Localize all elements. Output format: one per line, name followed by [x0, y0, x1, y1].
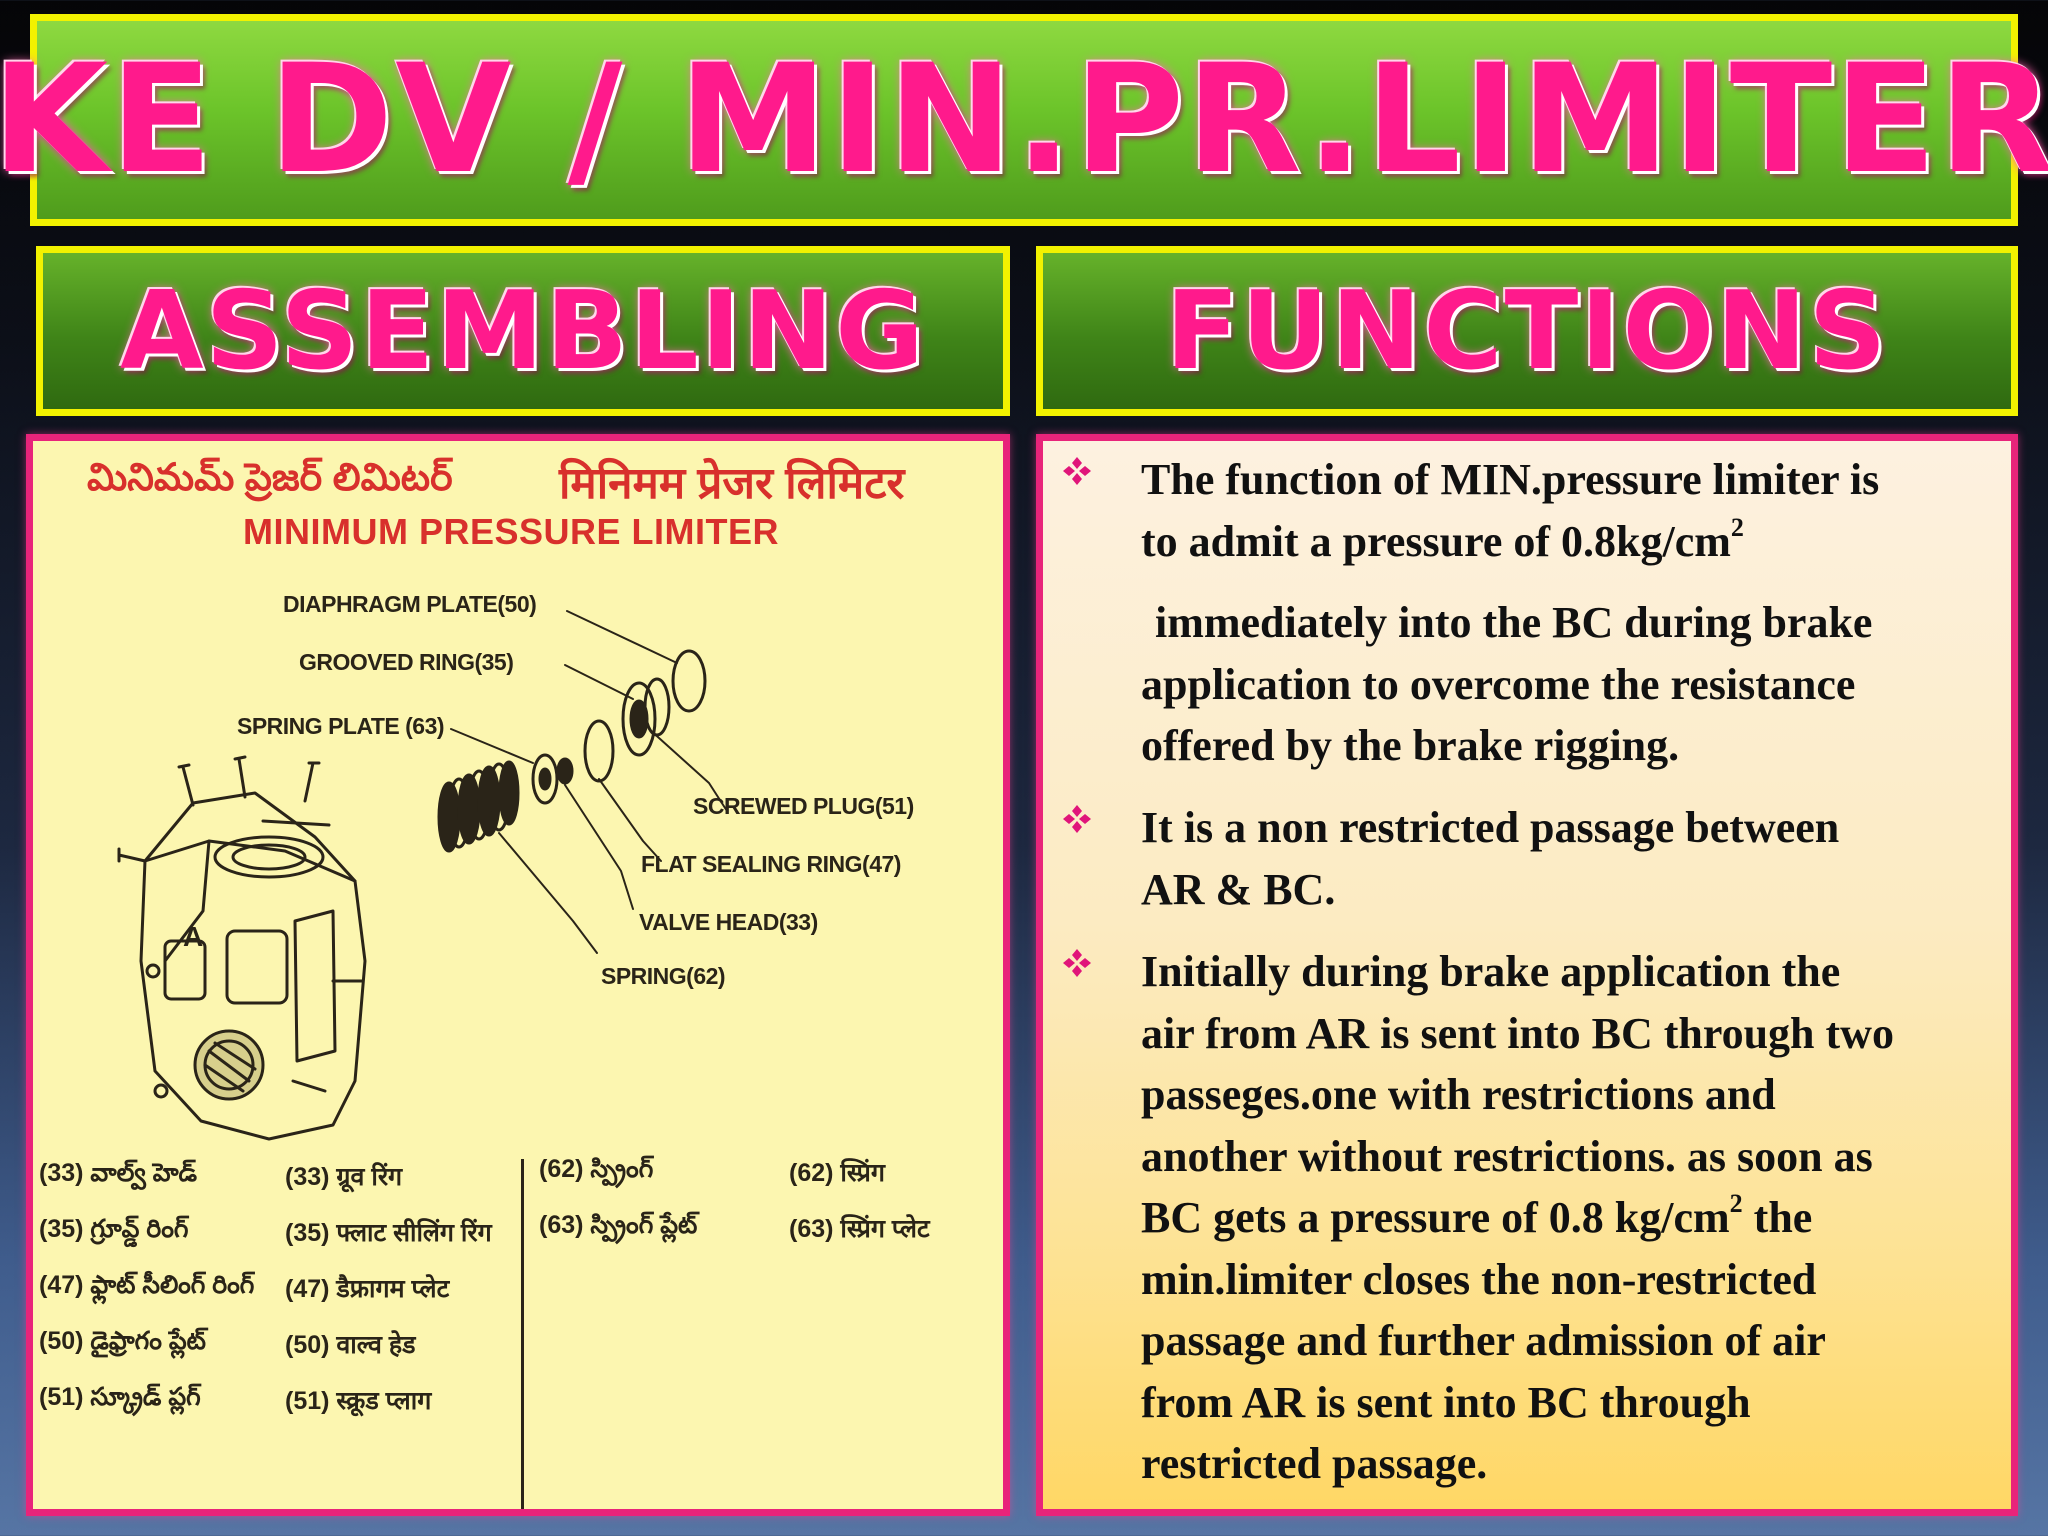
assembly-diagram-panel: మినిమమ్ ప్రెజర్ లిమిటర్ मिनिमम प्रेजर लि… — [26, 434, 1010, 1516]
functions-banner: FUNCTIONS — [1036, 246, 2018, 416]
function-bullet-1: The function of MIN.pressure limiter is … — [1061, 449, 2001, 777]
bullet-3-line-9: restricted passage. — [1141, 1439, 1488, 1488]
assembling-banner: ASSEMBLING — [36, 246, 1010, 416]
bullet-2-line-2: AR & BC. — [1141, 864, 1336, 914]
bullet-1-line-1: The function of MIN.pressure limiter is — [1141, 455, 1880, 504]
legend-telugu-1: (33) వాల్వ్ హెడ్ — [39, 1159, 198, 1187]
legend-telugu-3: (47) ఫ్లాట్ సీలింగ్ రింగ్ — [39, 1271, 255, 1299]
function-bullet-2: It is a non restricted passage between A… — [1061, 797, 2001, 920]
bullet-3-line-1: Initially during brake application the — [1141, 947, 1841, 996]
function-bullet-3: Initially during brake application the a… — [1061, 941, 2001, 1495]
legend-telugu-5: (51) స్క్రూడ్ ప్లగ్ — [39, 1383, 201, 1411]
four-diamond-icon — [1063, 949, 1091, 977]
bullet-2-line-1: It is a non restricted passage between — [1141, 803, 1840, 852]
valve-head-illustration — [556, 757, 574, 785]
valve-body-illustration — [117, 755, 367, 1141]
spring-plate-illustration — [531, 753, 559, 805]
bullet-1-line-2: to admit a pressure of 0.8kg/cm — [1141, 516, 1731, 566]
bullet-3-line-5a: BC gets a pressure of 0.8 kg/cm — [1141, 1193, 1730, 1242]
four-diamond-icon — [1063, 457, 1091, 485]
four-diamond-icon — [1063, 805, 1091, 833]
bullet-3-line-4: another without restrictions. as soon as — [1141, 1131, 1873, 1181]
label-valve-head: VALVE HEAD(33) — [639, 909, 818, 935]
legend-hindi-63: (63) स्प्रिंग प्लेट — [789, 1215, 930, 1243]
legend-telugu-63: (63) స్ప్రింగ్ ప్లేట్ — [539, 1211, 698, 1239]
label-screwed-plug: SCREWED PLUG(51) — [693, 793, 914, 819]
legend-hindi-1: (33) ग्रूव रिंग — [285, 1163, 403, 1191]
bullet-3-line-6: min.limiter closes the non-restricted — [1141, 1254, 1817, 1304]
label-spring: SPRING(62) — [601, 963, 726, 989]
bullet-3-line-8: from AR is sent into BC through — [1141, 1377, 1751, 1427]
figure-title-english: MINIMUM PRESSURE LIMITER — [243, 511, 780, 552]
label-grooved-ring: GROOVED RING(35) — [299, 649, 514, 675]
spring-illustration — [437, 760, 520, 853]
bullet-1-line-5: offered by the brake rigging. — [1141, 721, 1680, 770]
assembling-heading: ASSEMBLING — [120, 268, 926, 394]
bullet-3-superscript: 2 — [1729, 1189, 1743, 1218]
legend-telugu-2: (35) గ్రూవ్డ్ రింగ్ — [39, 1215, 189, 1243]
page-title: KE DV / MIN.PR.LIMITER — [0, 33, 2048, 207]
figure-title-telugu: మినిమమ్ ప్రెజర్ లిమిటర్ — [87, 457, 453, 499]
bullet-3-line-5b: the — [1742, 1193, 1813, 1242]
bullet-1-line-3: immediately into the BC during brake — [1155, 598, 1873, 647]
flat-sealing-ring-illustration — [583, 719, 615, 783]
exploded-parts-drawing — [117, 610, 728, 1141]
legend-hindi-2: (35) फ्लाट सीलिंग रिंग — [285, 1219, 492, 1247]
label-diaphragm-plate: DIAPHRAGM PLATE(50) — [283, 591, 537, 617]
label-flat-sealing-ring: FLAT SEALING RING(47) — [641, 851, 901, 877]
label-body-a: A — [183, 921, 203, 952]
screwed-plug-illustration — [671, 649, 707, 713]
bullet-1-line-4: application to overcome the resistance — [1141, 659, 1856, 709]
bullet-3-line-7: passage and further admission of air — [1141, 1316, 1826, 1365]
legend-telugu-62: (62) స్ప్రింగ్ — [539, 1155, 654, 1183]
functions-heading: FUNCTIONS — [1165, 268, 1889, 394]
legend-divider — [521, 1159, 524, 1509]
figure-title-hindi: मिनिमम प्रेजर लिमिटर — [559, 459, 905, 508]
title-banner: KE DV / MIN.PR.LIMITER — [0, 14, 2048, 226]
legend-hindi-4: (50) वाल्व हेड — [285, 1331, 416, 1359]
functions-panel: The function of MIN.pressure limiter is … — [1036, 434, 2018, 1516]
legend-telugu-4: (50) డైఫ్రాగం ప్లేట్ — [39, 1327, 206, 1355]
bullet-1-superscript: 2 — [1730, 512, 1744, 542]
legend-hindi-5: (51) स्क्रूड प्लाग — [285, 1387, 432, 1415]
legend-hindi-3: (47) डैफ्रागम प्लेट — [285, 1275, 450, 1303]
legend-hindi-62: (62) स्प्रिंग — [789, 1159, 885, 1187]
bullet-3-line-2: air from AR is sent into BC through two — [1141, 1008, 1894, 1058]
grooved-ring-illustration — [621, 681, 657, 757]
label-spring-plate: SPRING PLATE (63) — [237, 713, 445, 739]
bullet-3-line-3: passeges.one with restrictions and — [1141, 1070, 1776, 1119]
